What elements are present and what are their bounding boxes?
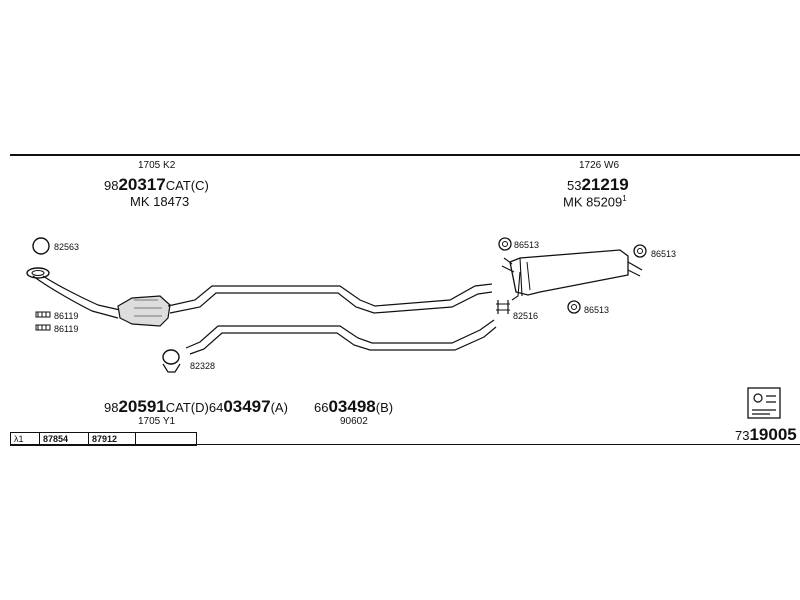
- catalog-number: 7319005: [735, 425, 797, 444]
- rubber-mount-icon: [35, 324, 51, 331]
- clamp-82328-foot-icon: [162, 363, 181, 373]
- lower-pipe-edge-1: [185, 319, 495, 349]
- front-flange-inner-icon: [31, 270, 45, 276]
- lower-pipe-edge-2: [189, 326, 497, 355]
- lambda-symbol: λ1: [11, 433, 40, 445]
- upper-pipe-edge-1: [167, 283, 493, 307]
- mk-18473: MK 18473: [130, 194, 190, 209]
- label-86513-c: 86513: [584, 305, 610, 315]
- label-82328: 82328: [190, 361, 216, 371]
- lambda-value-3: [136, 433, 196, 445]
- hanger-86513-icon: [567, 300, 581, 314]
- label-86513-a: 86513: [514, 240, 540, 250]
- lambda-sensor-table: λ1 87854 87912: [10, 432, 197, 446]
- clamp-82516-icon: [496, 300, 510, 314]
- label-86513-b: 86513: [651, 249, 677, 259]
- label-82563: 82563: [54, 242, 80, 252]
- clamp-82328-icon: [162, 349, 180, 365]
- catalyst-body: [117, 295, 171, 327]
- front-pipe-lower-edge: [42, 275, 121, 311]
- rubber-mount-icon: [35, 311, 51, 318]
- part-numbers-row-1: 9820591CAT(D)6403497(A): [104, 397, 288, 416]
- catalog-book-icon: [747, 387, 781, 419]
- label-86119-a: 86119: [54, 311, 79, 321]
- code-1705y1: 1705 Y1: [138, 416, 176, 427]
- front-flange-icon: [26, 267, 50, 279]
- lambda-value-1: 87854: [40, 433, 89, 445]
- bottom-rule: [10, 444, 800, 445]
- top-rule: [10, 154, 800, 156]
- rear-silencer: [501, 249, 643, 301]
- part-number-rear-silencer: 5321219: [567, 175, 629, 194]
- upper-pipe-edge-2: [169, 291, 493, 314]
- hanger-86513-icon: [633, 244, 647, 258]
- mk-85209: MK 852091: [563, 194, 627, 210]
- label-82516: 82516: [513, 311, 539, 321]
- hanger-86513-icon: [498, 237, 512, 251]
- part-numbers-row-2: 6603498(B): [314, 397, 394, 416]
- code-90602: 90602: [340, 416, 368, 427]
- catalyst-ribs: [134, 299, 162, 317]
- label-86119-b: 86119: [54, 324, 79, 334]
- gasket-ring-icon: [32, 237, 50, 255]
- lambda-value-2: 87912: [89, 433, 136, 445]
- front-pipe-upper-edge: [32, 275, 119, 319]
- part-number-catalyst-c: 9820317CAT(C): [104, 175, 209, 194]
- code-1726w6: 1726 W6: [579, 160, 620, 171]
- code-1705k2: 1705 K2: [138, 160, 176, 171]
